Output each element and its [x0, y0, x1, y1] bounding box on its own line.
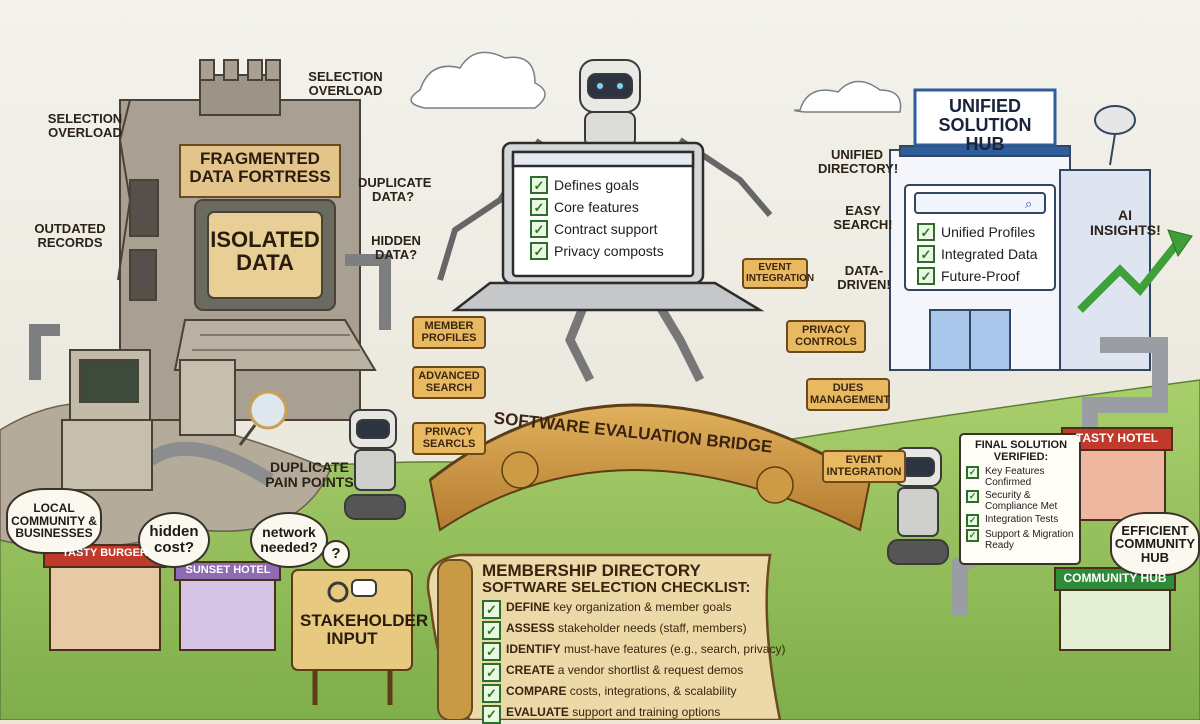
box-event-integration-top: EVENT INTEGRATION	[742, 258, 814, 289]
magnifier-icon	[238, 390, 288, 446]
laptop-check-item: ✓Core features	[530, 198, 690, 216]
stakeholder-sign	[291, 569, 413, 705]
checklist-item: ✓IDENTIFY must-have features (e.g., sear…	[482, 642, 785, 662]
checklist-item: ✓DEFINE key organization & member goals	[482, 600, 782, 620]
hub-check-item: ✓Integrated Data	[917, 245, 1057, 263]
hidden-cost-bubble: hidden cost?	[138, 512, 210, 568]
hub-sign: UNIFIED SOLUTION HUB	[938, 96, 1032, 154]
stakeholder-input-label: STAKEHOLDER INPUT	[300, 611, 429, 648]
checkbox-icon: ✓	[482, 684, 501, 704]
local-community-bubble: LOCAL COMMUNITY & BUSINESSES	[6, 488, 102, 554]
search-icon: ⌕	[1025, 196, 1033, 211]
laptop-check-item: ✓Defines goals	[530, 176, 690, 194]
verified-item: ✓Integration Tests	[966, 514, 1076, 528]
box-event-integration-bottom: EVENT INTEGRATION	[822, 450, 906, 484]
final-solution-verified: FINAL SOLUTION VERIFIED: ✓Key Features C…	[966, 439, 1076, 551]
network-needed-bubble: network needed?	[250, 512, 328, 568]
question-bubble: ?	[322, 540, 350, 568]
checklist-scroll	[426, 553, 782, 720]
callout-duplicate-data: DUPLICATE DATA?	[358, 175, 432, 204]
hub-check-item: ✓Unified Profiles	[917, 223, 1057, 241]
hub-check-item: ✓Future-Proof	[917, 267, 1057, 285]
checkbox-icon: ✓	[482, 705, 501, 724]
robot-icon	[437, 59, 773, 383]
laptop-checklist: ✓Defines goals ✓Core features ✓Contract …	[530, 176, 690, 260]
laptop-icon	[451, 141, 765, 312]
fortress	[29, 59, 391, 491]
checkbox-icon: ✓	[482, 600, 501, 620]
bridge	[428, 403, 872, 532]
callout-easy-search: EASY SEARCH!	[833, 203, 893, 232]
laptop-check-item: ✓Contract support	[530, 220, 690, 238]
gear-icon	[327, 581, 349, 603]
checkbox-icon: ✓	[530, 198, 548, 216]
clouds	[410, 51, 902, 113]
checkbox-icon: ✓	[966, 514, 979, 528]
laptop-check-item: ✓Privacy composts	[530, 242, 690, 260]
fortress-banner: FRAGMENTED DATA FORTRESS	[189, 149, 331, 186]
callout-hidden-data: HIDDEN DATA?	[371, 233, 421, 262]
checkbox-icon: ✓	[530, 220, 548, 238]
robot-icon	[344, 409, 406, 520]
verified-item: ✓Key Features Confirmed	[966, 466, 1076, 488]
hub-screen-list: ✓Unified Profiles ✓Integrated Data ✓Futu…	[917, 223, 1057, 285]
callout-selection-overload-left: SELECTION OVERLOAD	[47, 111, 123, 140]
callout-duplicate-pain-points: DUPLICATE PAIN POINTS	[265, 459, 354, 490]
callout-outdated-records: OUTDATED RECORDS	[34, 221, 106, 250]
checkbox-icon: ✓	[530, 176, 548, 194]
checklist-title-1: MEMBERSHIP DIRECTORY	[482, 561, 701, 580]
isolated-data-label: ISOLATED DATA	[210, 227, 320, 276]
tasty-hotel-sign: TASTY HOTEL	[1075, 431, 1159, 445]
verified-card-bg	[959, 433, 1081, 565]
checklist-item: ✓ASSESS stakeholder needs (staff, member…	[482, 621, 782, 641]
box-advanced-search: ADVANCED SEARCH	[412, 366, 486, 400]
checkbox-icon: ✓	[966, 466, 979, 480]
verified-title: FINAL SOLUTION VERIFIED:	[974, 439, 1068, 463]
verified-item: ✓Support & Migration Ready	[966, 529, 1076, 551]
callout-data-driven: DATA-DRIVEN!	[837, 263, 891, 292]
checkbox-icon: ✓	[966, 529, 979, 543]
verified-item: ✓Security & Compliance Met	[966, 490, 1076, 512]
callout-selection-overload-top: SELECTION OVERLOAD	[308, 69, 383, 98]
checklist-item: ✓EVALUATE support and training options	[482, 705, 782, 724]
robot-icon	[887, 447, 949, 565]
checkbox-icon: ✓	[530, 242, 548, 260]
box-privacy-searcls: PRIVACY SEARCLS	[412, 422, 486, 456]
callout-ai-insights: AI INSIGHTS!	[1090, 207, 1161, 238]
checkbox-icon: ✓	[966, 490, 979, 504]
growth-arrow-icon	[1077, 237, 1184, 313]
checklist-text: MEMBERSHIP DIRECTORY SOFTWARE SELECTION …	[482, 561, 785, 724]
checklist-item: ✓COMPARE costs, integrations, & scalabil…	[482, 684, 782, 704]
box-privacy-controls: PRIVACY CONTROLS	[786, 320, 866, 354]
box-dues-management: DUES MANAGEMENT	[806, 378, 890, 412]
sunset-hotel-sign: SUNSET HOTEL	[185, 564, 271, 576]
checkbox-icon: ✓	[482, 642, 501, 662]
checkbox-icon: ✓	[482, 663, 501, 683]
checkbox-icon: ✓	[917, 245, 935, 263]
tasty-burger-sign: TASTY BURGER	[62, 547, 148, 559]
checklist-title-2: SOFTWARE SELECTION CHECKLIST:	[482, 578, 751, 596]
speech-bubble-icon	[351, 579, 377, 597]
checkbox-icon: ✓	[917, 223, 935, 241]
callout-unified-directory: UNIFIED DIRECTORY!	[818, 147, 899, 176]
checkbox-icon: ✓	[482, 621, 501, 641]
checkbox-icon: ✓	[917, 267, 935, 285]
community-hub-sign: COMMUNITY HUB	[1063, 571, 1167, 585]
checklist-item: ✓CREATE a vendor shortlist & request dem…	[482, 663, 782, 683]
box-member-profiles: MEMBER PROFILES	[412, 316, 486, 350]
efficient-hub-bubble: EFFICIENT COMMUNITY HUB	[1110, 512, 1200, 576]
